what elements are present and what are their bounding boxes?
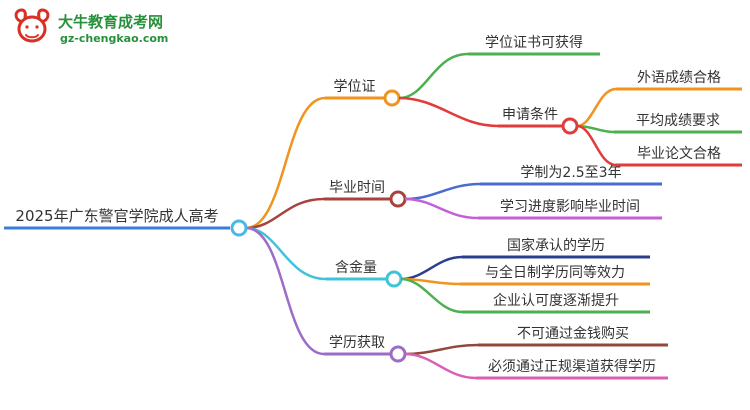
logo-domain: gz-chengkao.com	[60, 32, 169, 45]
edge-branch-apply-conditions	[398, 96, 579, 135]
leaf-formal-channel-label: 必须通过正规渠道获得学历	[488, 359, 656, 375]
node-circle-value	[385, 270, 403, 288]
edge-leaf-study-duration	[404, 182, 662, 201]
leaf-fulltime-equal-label: 与全日制学历同等效力	[485, 265, 625, 281]
root-node-circle	[230, 219, 248, 237]
leaf-study-progress-label: 学习进度影响毕业时间	[500, 199, 640, 215]
edge-leaf-thesis-pass	[576, 124, 742, 167]
branch-apply-conditions-label: 申请条件	[502, 107, 558, 123]
leaf-study-duration-label: 学制为2.5至3年	[520, 165, 622, 181]
branch-value-label: 含金量	[335, 260, 377, 276]
edge-leaf-study-progress	[404, 197, 662, 220]
node-circle-degree	[383, 89, 401, 107]
leaf-state-recognized-label: 国家承认的学历	[507, 238, 605, 254]
leaf-foreign-score-label: 外语成绩合格	[637, 70, 721, 86]
node-circle-acquisition	[389, 345, 407, 363]
leaf-degree-obtainable-label: 学位证书可获得	[485, 35, 583, 51]
edge-branch-graduation-time	[245, 190, 407, 230]
node-circle-graduation-time	[389, 190, 407, 208]
bull-logo-icon	[14, 8, 50, 43]
edge-leaf-formal-channel	[404, 352, 668, 380]
edge-leaf-foreign-score	[576, 87, 742, 128]
branch-degree-label: 学位证	[333, 79, 376, 95]
edge-leaf-enterprise-recognition	[400, 277, 650, 314]
logo-title: 大牛教育成考网	[58, 13, 164, 31]
bull-eye-left	[25, 25, 29, 29]
leaf-no-money-purchase-label: 不可通过金钱购买	[517, 326, 629, 342]
edge-branch-degree	[245, 89, 401, 230]
root-node-label: 2025年广东警官学院成人高考	[15, 207, 219, 225]
leaf-enterprise-recognition-label: 企业认可度逐渐提升	[493, 293, 619, 309]
branch-acquisition-label: 学历获取	[329, 335, 385, 351]
edge-leaf-no-money-purchase	[404, 343, 668, 356]
node-circle-apply-conditions	[561, 117, 579, 135]
branch-graduation-time-label: 毕业时间	[329, 180, 385, 196]
bull-eye-right	[35, 25, 39, 29]
edge-branch-value	[245, 226, 403, 288]
leaf-thesis-pass-label: 毕业论文合格	[637, 146, 721, 162]
leaf-average-score-label: 平均成绩要求	[636, 113, 720, 129]
edge-leaf-degree-obtainable	[398, 52, 600, 100]
